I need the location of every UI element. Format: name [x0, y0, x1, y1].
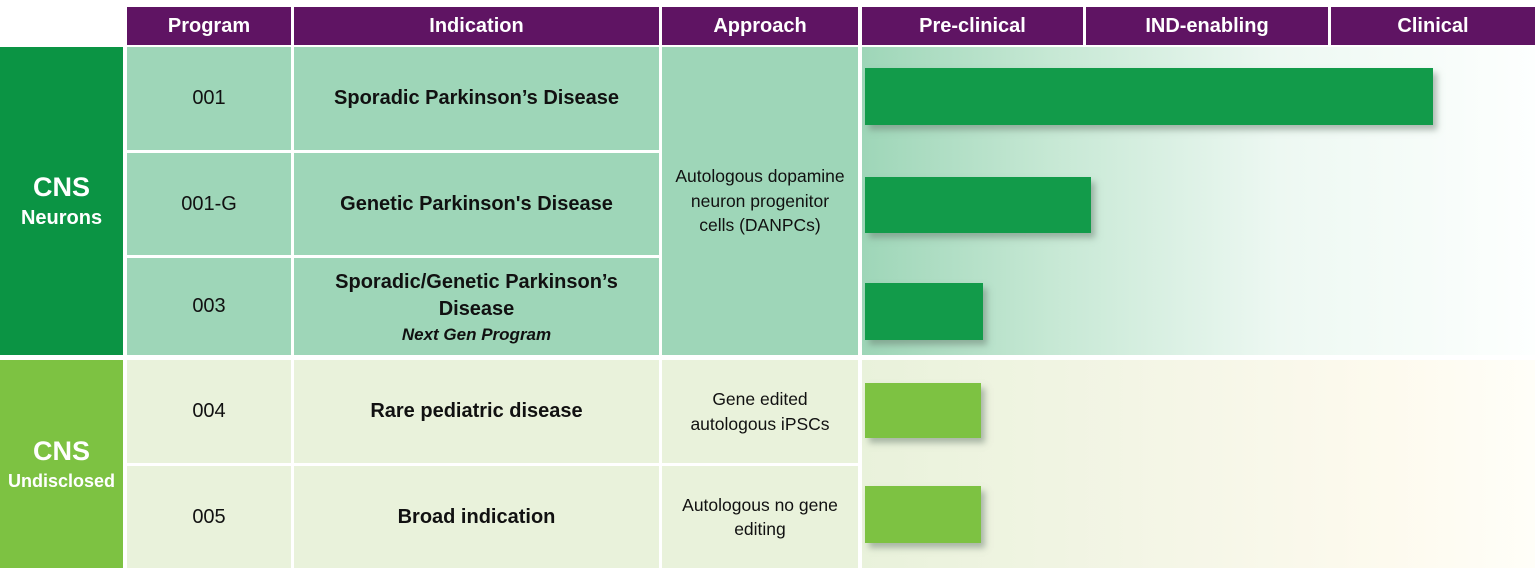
indication-text: Rare pediatric disease: [370, 400, 583, 422]
column-header-ind-enabling: IND-enabling: [1086, 7, 1328, 45]
indication-cell-001: Sporadic Parkinson’s Disease: [294, 47, 659, 150]
program-id: 001-G: [181, 192, 237, 215]
program-cell-003: 003: [127, 258, 291, 355]
column-header-approach: Approach: [662, 7, 858, 45]
progress-bar-003: [865, 283, 983, 340]
approach-text: Autologous no gene editing: [682, 494, 838, 540]
approach-cell-danpcs: Autologous dopamine neuron progenitor ce…: [662, 47, 858, 355]
group-label-cns-undisclosed: CNS Undisclosed: [0, 360, 123, 568]
group-subtitle: Neurons: [20, 207, 103, 229]
progress-bar-004: [865, 383, 982, 438]
program-id: 001: [192, 87, 226, 109]
progress-bar-001g: [865, 177, 1092, 233]
column-header-pre-clinical: Pre-clinical: [862, 7, 1083, 45]
stage-area-cns-neurons: [862, 47, 1535, 355]
column-header-program: Program: [127, 7, 291, 45]
stage-area-cns-undisclosed: [862, 360, 1535, 568]
indication-text: Broad indication: [397, 505, 556, 528]
program-cell-004: 004: [127, 360, 291, 463]
column-header-clinical: Clinical: [1331, 7, 1535, 45]
program-cell-001g: 001-G: [127, 153, 291, 255]
program-cell-001: 001: [127, 47, 291, 150]
program-id: 005: [192, 505, 226, 528]
indication-text: Sporadic/Genetic Parkinson’s Disease: [335, 270, 618, 320]
group-subtitle: Undisclosed: [7, 471, 116, 491]
indication-cell-001g: Genetic Parkinson's Disease: [294, 153, 659, 255]
program-id: 003: [192, 295, 226, 317]
group-label-cns-neurons: CNS Neurons: [0, 47, 123, 355]
approach-cell-004: Gene edited autologous iPSCs: [662, 360, 858, 463]
program-cell-005: 005: [127, 466, 291, 568]
approach-text: Gene edited autologous iPSCs: [690, 389, 830, 434]
progress-bar-005: [865, 486, 982, 543]
indication-note: Next Gen Program: [401, 324, 552, 344]
column-header-indication: Indication: [294, 7, 659, 45]
indication-cell-004: Rare pediatric disease: [294, 360, 659, 463]
indication-cell-003: Sporadic/Genetic Parkinson’s Disease Nex…: [294, 258, 659, 355]
group-title: CNS: [32, 172, 90, 202]
approach-cell-005: Autologous no gene editing: [662, 466, 858, 568]
approach-text: Autologous dopamine neuron progenitor ce…: [675, 166, 845, 236]
indication-cell-005: Broad indication: [294, 466, 659, 568]
indication-text: Genetic Parkinson's Disease: [340, 192, 613, 215]
group-title: CNS: [32, 436, 90, 466]
progress-bar-001: [865, 68, 1433, 125]
indication-text: Sporadic Parkinson’s Disease: [334, 87, 619, 109]
program-id: 004: [192, 400, 226, 422]
